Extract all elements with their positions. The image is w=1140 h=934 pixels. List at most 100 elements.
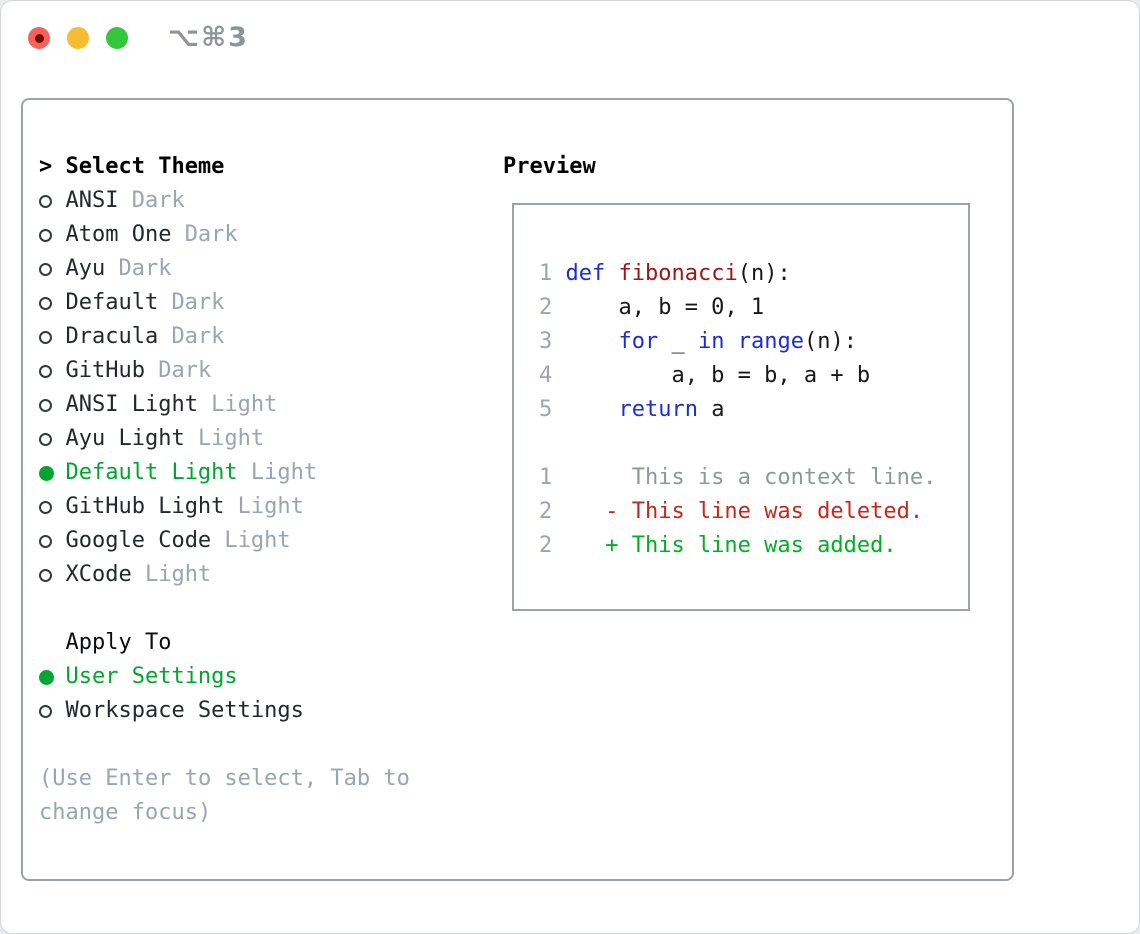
- minimize-button[interactable]: [67, 27, 89, 49]
- radio-selected-icon: [39, 465, 65, 481]
- spacer: [39, 728, 449, 762]
- option-label: Workspace Settings: [65, 698, 304, 723]
- code-token-kw: range: [737, 328, 804, 354]
- radio-icon: [39, 296, 52, 310]
- radio-icon: [39, 364, 52, 378]
- preview-header: Preview: [503, 154, 596, 179]
- radio-icon: [39, 500, 65, 514]
- radio-selected-icon: [39, 669, 65, 685]
- code-token-pl: [565, 397, 618, 422]
- code-token-ctx: This is a context line.: [565, 464, 937, 490]
- line-number: 5: [539, 396, 553, 422]
- option-variant-tag: Light: [250, 460, 318, 485]
- code-line: 1 This is a context line.: [539, 460, 968, 494]
- select-theme-header: >Select Theme: [39, 150, 449, 184]
- theme-option-default[interactable]: Default Dark: [39, 286, 449, 320]
- line-number: 4: [539, 362, 553, 388]
- line-number: 1: [539, 260, 553, 286]
- option-variant-tag: Dark: [171, 290, 225, 315]
- option-label: Google Code: [65, 528, 212, 553]
- line-number: 1: [539, 464, 553, 490]
- window-title: ⌥⌘3: [168, 22, 249, 53]
- radio-icon: [39, 568, 52, 582]
- code-token-pl: [605, 261, 618, 286]
- option-variant-tag: Light: [197, 426, 265, 451]
- code-token-pl: [565, 329, 618, 354]
- apply-to-title: Apply To: [65, 630, 172, 655]
- theme-option-default-light[interactable]: Default Light Light: [39, 456, 449, 490]
- line-number: 2: [539, 532, 553, 558]
- theme-option-dracula[interactable]: Dracula Dark: [39, 320, 449, 354]
- code-token-pl: _: [658, 328, 698, 354]
- option-label: User Settings: [65, 664, 238, 689]
- option-label: Atom One: [65, 222, 172, 247]
- option-label: GitHub: [65, 358, 145, 383]
- option-label: GitHub Light: [65, 494, 225, 519]
- option-variant-tag: Light: [237, 494, 304, 519]
- apply-option-workspace-settings[interactable]: Workspace Settings: [39, 694, 449, 728]
- code-token-pl: a, b = 0, 1: [565, 294, 765, 320]
- code-line: 3 for _ in range(n):: [539, 324, 968, 358]
- line-number: 3: [539, 328, 553, 354]
- radio-icon: [39, 364, 65, 378]
- theme-option-ansi-light[interactable]: ANSI Light Light: [39, 388, 449, 422]
- option-label: Default Light: [65, 460, 238, 485]
- theme-option-github-light[interactable]: GitHub Light Light: [39, 490, 449, 524]
- radio-icon: [39, 704, 52, 718]
- code-token-kw: return: [618, 396, 698, 422]
- unsaved-dot-icon: [34, 33, 44, 43]
- radio-icon: [39, 432, 65, 446]
- option-label: XCode: [65, 562, 132, 587]
- line-number: 2: [539, 498, 553, 524]
- radio-icon: [39, 398, 65, 412]
- radio-selected-icon: [39, 669, 54, 685]
- radio-icon: [39, 568, 65, 582]
- radio-icon: [39, 704, 65, 718]
- radio-icon: [39, 500, 52, 514]
- option-label: Dracula: [65, 324, 159, 349]
- apply-option-user-settings[interactable]: User Settings: [39, 660, 449, 694]
- spacer: [39, 592, 449, 626]
- option-label: Default: [65, 290, 159, 315]
- select-theme-title: Select Theme: [65, 154, 225, 179]
- code-token-fn: fibonacci: [618, 260, 738, 286]
- option-variant-tag: Dark: [118, 256, 172, 281]
- hint-text: (Use Enter to select, Tab to change focu…: [39, 766, 424, 825]
- close-button[interactable]: [28, 27, 50, 49]
- radio-icon: [39, 194, 52, 208]
- radio-icon: [39, 228, 52, 242]
- theme-option-google-code[interactable]: Google Code Light: [39, 524, 449, 558]
- option-variant-tag: Dark: [131, 188, 185, 213]
- maximize-button[interactable]: [106, 27, 128, 49]
- radio-icon: [39, 262, 52, 276]
- option-variant-tag: Light: [211, 392, 278, 417]
- radio-selected-icon: [39, 465, 54, 481]
- code-token-pl: [724, 329, 737, 354]
- code-line: 4 a, b = b, a + b: [539, 358, 968, 392]
- apply-to-header: Apply To: [39, 626, 449, 660]
- code-token-kw: in: [697, 328, 725, 354]
- radio-icon: [39, 432, 52, 446]
- option-variant-tag: Light: [224, 528, 291, 553]
- code-token-kw: def: [565, 260, 606, 286]
- code-token-del: - This line was deleted.: [565, 498, 924, 524]
- radio-icon: [39, 398, 52, 412]
- radio-icon: [39, 534, 65, 548]
- option-label: ANSI Light: [65, 392, 198, 417]
- radio-icon: [39, 534, 52, 548]
- option-variant-tag: Dark: [171, 324, 225, 349]
- radio-icon: [39, 330, 52, 344]
